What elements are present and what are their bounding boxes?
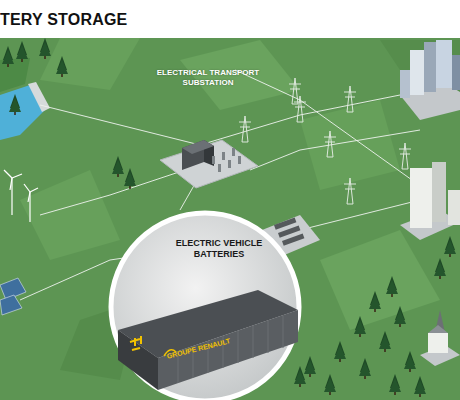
city-buildings xyxy=(400,40,460,120)
switchgear xyxy=(228,160,231,168)
container-side xyxy=(158,310,298,390)
diagram-title: TERY STORAGE xyxy=(0,11,127,29)
solar-panels xyxy=(0,278,26,315)
callout-circle-node: ELECTRIC VEHICLE BATTERIES xyxy=(108,210,302,400)
header-band xyxy=(0,0,460,38)
switchgear xyxy=(222,152,225,160)
callout-label: ELECTRIC VEHICLE BATTERIES xyxy=(171,238,267,260)
switchgear xyxy=(212,156,215,164)
substation-node: ELECTRICAL TRANSPORT SUBSTATION xyxy=(152,68,264,190)
transformer-roof xyxy=(182,140,214,154)
ground-facet xyxy=(40,38,140,90)
ground-facet xyxy=(300,100,400,190)
apartment-block xyxy=(400,162,460,240)
wind-turbines xyxy=(4,170,38,222)
pylons xyxy=(239,78,411,204)
church xyxy=(420,310,460,366)
ground-facet xyxy=(20,170,120,260)
container-end xyxy=(118,330,158,390)
container-rib xyxy=(253,326,254,358)
platform-base xyxy=(160,140,258,188)
callout-outline xyxy=(111,213,299,400)
container-rib xyxy=(283,316,284,348)
ground xyxy=(0,38,460,400)
container-rib xyxy=(268,321,269,353)
dam xyxy=(28,82,50,112)
switchgear xyxy=(218,164,221,172)
plug-icon xyxy=(130,336,141,350)
substation-label: ELECTRICAL TRANSPORT SUBSTATION xyxy=(156,68,260,88)
ground-facet xyxy=(320,230,440,330)
switchgear xyxy=(232,148,235,156)
switchgear xyxy=(238,156,241,164)
container-roof xyxy=(118,290,258,330)
container-rib xyxy=(238,331,239,363)
